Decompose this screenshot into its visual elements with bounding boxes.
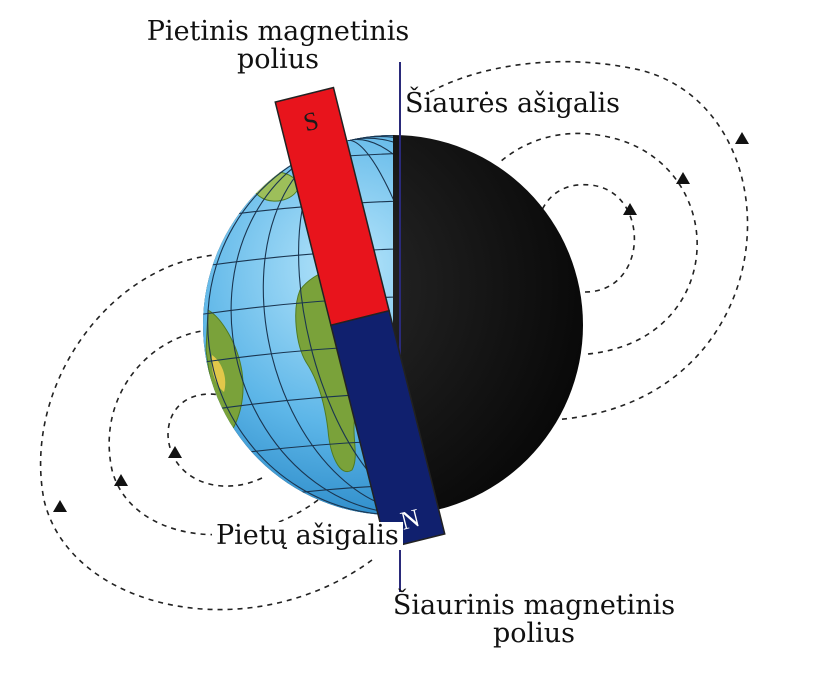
label-north-magnetic-pole-line1: Šiaurinis magnetinis	[392, 590, 676, 621]
field-line-right-outer	[429, 60, 749, 421]
magnet-south-letter: S	[300, 106, 321, 138]
field-line-left-outer	[39, 254, 373, 611]
label-north-magnetic-pole-line2: polius	[492, 618, 576, 650]
arrow-left-middle	[114, 474, 128, 486]
label-south-magnetic-pole-line2: polius	[236, 44, 320, 76]
label-south-geographic-pole: Pietų ašigalis	[212, 521, 403, 551]
desert-patch	[211, 355, 226, 392]
field-line-left-inner	[167, 393, 263, 487]
arrow-left-outer	[53, 500, 67, 512]
arrow-right-outer	[735, 132, 749, 144]
arrow-right-inner	[623, 203, 637, 215]
magnet-north-half	[329, 309, 446, 550]
label-north-magnetic-pole: Šiaurinis magnetinis polius	[378, 590, 690, 650]
arrow-left-inner	[168, 446, 182, 458]
field-line-right-middle	[499, 132, 698, 355]
label-north-geographic-pole: Šiaurės ašigalis	[405, 88, 621, 119]
arrow-right-middle	[676, 172, 690, 184]
field-arrows	[53, 132, 749, 512]
field-line-right-inner	[539, 183, 636, 293]
bar-magnet: S N	[274, 86, 446, 550]
label-south-magnetic-pole-line1: Pietinis magnetinis	[146, 16, 410, 47]
label-south-magnetic-pole: Pietinis magnetinis polius	[128, 16, 428, 76]
